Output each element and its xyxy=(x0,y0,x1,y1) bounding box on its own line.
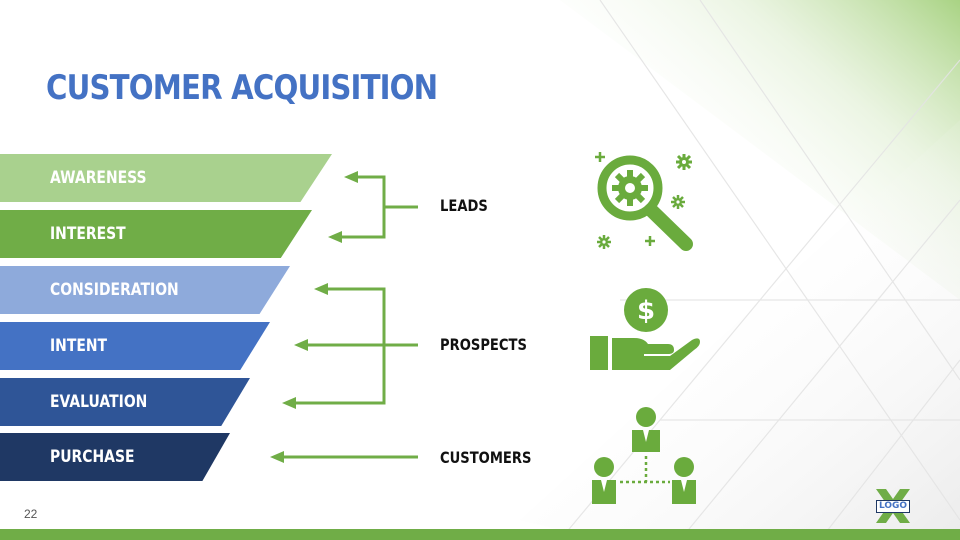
funnel-stage-intent: INTENT xyxy=(0,322,270,370)
funnel-stage-awareness: AWARENESS xyxy=(0,154,332,202)
hand-dollar-icon: $ xyxy=(590,288,700,370)
arrowhead-awareness xyxy=(344,171,358,183)
gear-magnifier-icon xyxy=(595,152,693,251)
funnel-stage-evaluation: EVALUATION xyxy=(0,378,250,426)
arrowhead-interest xyxy=(328,231,342,243)
stage-label: CONSIDERATION xyxy=(50,280,179,300)
group-label-customers: CUSTOMERS xyxy=(440,448,551,467)
arrowhead-purchase xyxy=(270,451,284,463)
funnel-stage-consideration: CONSIDERATION xyxy=(0,266,290,314)
page-number: 22 xyxy=(24,507,38,521)
arrowhead-intent xyxy=(294,339,308,351)
stage-label: INTENT xyxy=(50,336,108,356)
group-label-leads: LEADS xyxy=(440,196,498,215)
group-label-text: LEADS xyxy=(440,196,488,215)
logo: LOGO xyxy=(866,489,920,523)
stage-label: EVALUATION xyxy=(50,392,148,412)
group-label-text: CUSTOMERS xyxy=(440,448,532,467)
stage-label: PURCHASE xyxy=(50,447,135,467)
group-label-text: PROSPECTS xyxy=(440,335,527,354)
stage-label: INTEREST xyxy=(50,224,126,244)
funnel-stage-purchase: PURCHASE xyxy=(0,433,230,481)
arrowhead-consideration xyxy=(314,283,328,295)
slide-title: CUSTOMER ACQUISITION xyxy=(46,68,438,108)
bottom-accent-bar xyxy=(0,529,960,540)
arrowhead-evaluation xyxy=(282,397,296,409)
funnel-stage-interest: INTEREST xyxy=(0,210,312,258)
logo-text: LOGO xyxy=(876,500,910,513)
svg-text:$: $ xyxy=(637,296,655,326)
leads-bracket xyxy=(340,175,386,239)
group-label-prospects: PROSPECTS xyxy=(440,335,546,354)
stage-label: AWARENESS xyxy=(50,168,147,188)
people-network-icon xyxy=(592,407,696,504)
